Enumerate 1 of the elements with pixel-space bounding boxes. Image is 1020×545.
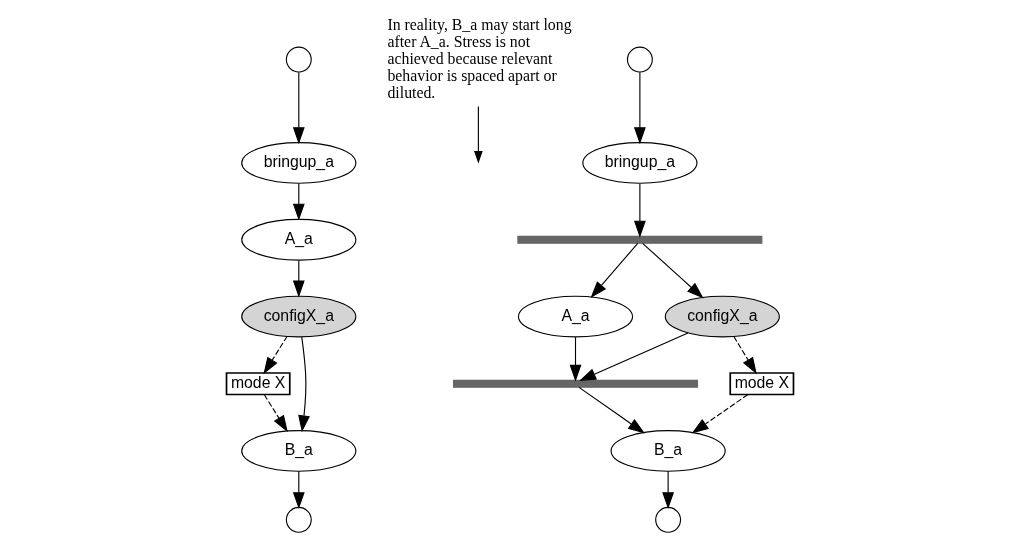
node-text: In reality, B_a may start long after A_a. Stress is not achieved because relevant behavior is spaced apart or diluted. (387, 15, 572, 101)
